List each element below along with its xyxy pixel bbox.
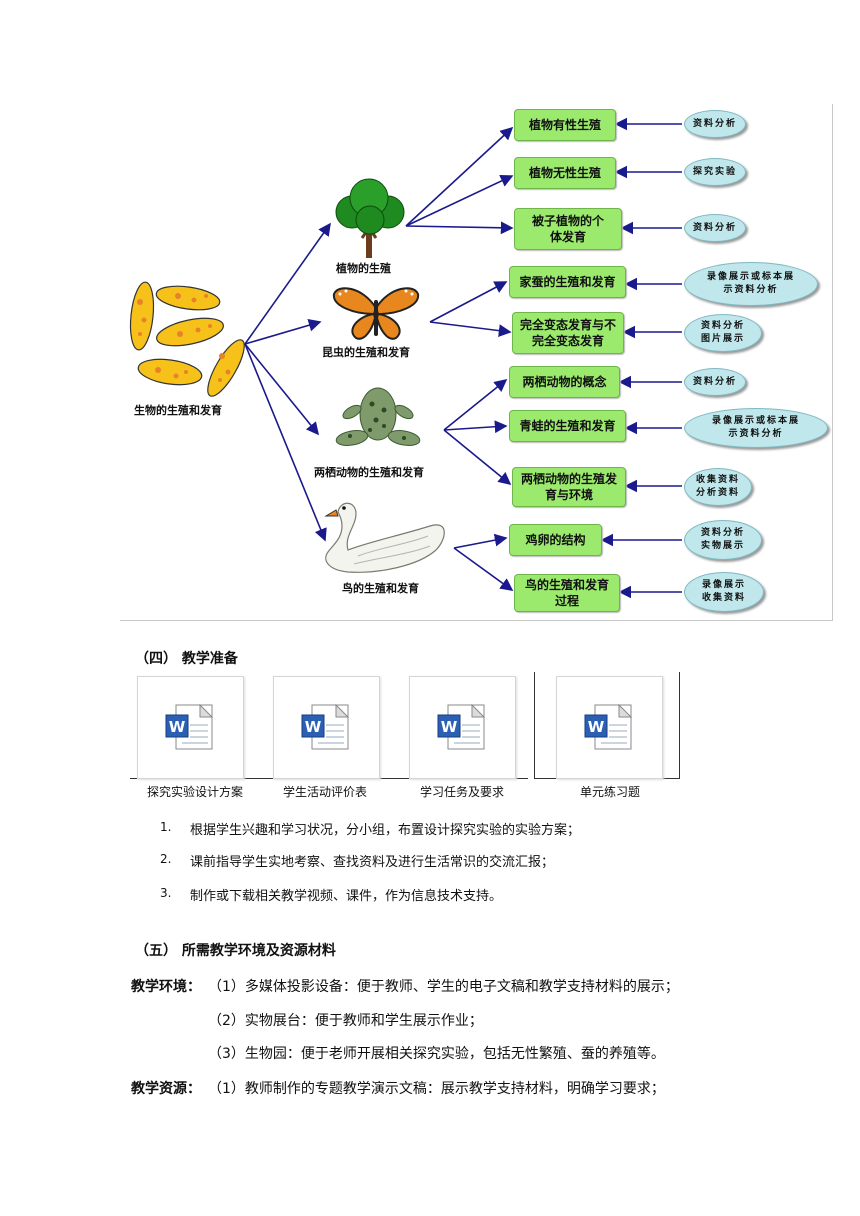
list-number: 1.	[160, 820, 172, 834]
word-document-icon: W	[584, 703, 633, 750]
method-oval: 录像展示收集资料	[684, 572, 764, 612]
section-title: （四） 教学准备	[135, 651, 238, 667]
list-number: 3.	[160, 886, 172, 900]
category-label-bird: 鸟的生殖和发育	[342, 582, 419, 595]
word-document-icon: W	[437, 703, 486, 750]
category-label-plant: 植物的生殖	[336, 262, 391, 275]
concept-map: 生物的生殖和发育 植物的生殖 昆虫的生殖和发育 两栖动物的生殖和发育 鸟的	[120, 104, 833, 621]
category-label-insect: 昆虫的生殖和发育	[322, 346, 410, 359]
environment-item: （1）多媒体投影设备：便于教师、学生的电子文稿和教学支持材料的展示；	[208, 979, 679, 995]
topic-box: 被子植物的个体发育	[514, 208, 622, 250]
file-caption[interactable]: 单元练习题	[579, 785, 640, 799]
divider	[679, 672, 680, 778]
category-label-amphibian: 两栖动物的生殖和发育	[314, 466, 424, 479]
resources-item: （1）教师制作的专题教学演示文稿：展示教学支持材料，明确学习要求；	[208, 1081, 665, 1097]
tree-icon	[335, 178, 405, 258]
topic-box: 鸡卵的结构	[509, 524, 602, 556]
svg-text:W: W	[441, 718, 458, 736]
environment-item: （2）实物展台：便于教师和学生展示作业；	[208, 1013, 483, 1029]
topic-box: 植物无性生殖	[514, 157, 616, 189]
word-document-icon: W	[301, 703, 350, 750]
resources-label: 教学资源：	[131, 1081, 201, 1097]
file-caption[interactable]: 学生活动评价表	[282, 785, 367, 799]
file-tile[interactable]: W	[409, 676, 516, 779]
method-oval: 录像展示或标本展示资料分析	[684, 262, 818, 306]
list-number: 2.	[160, 852, 172, 866]
file-caption[interactable]: 学习任务及要求	[419, 785, 504, 799]
environment-label: 教学环境：	[131, 979, 201, 995]
bacteria-icon	[129, 281, 245, 397]
topic-box: 家蚕的生殖和发育	[509, 266, 626, 298]
swan-icon	[324, 502, 445, 573]
list-item: 课前指导学生实地考察、查找资料及进行生活常识的交流汇报；	[190, 855, 555, 870]
method-oval: 资料分析实物展示	[684, 520, 762, 560]
svg-text:W: W	[305, 718, 322, 736]
svg-text:W: W	[169, 718, 186, 736]
method-oval: 资料分析	[684, 368, 746, 396]
method-oval: 资料分析	[684, 110, 746, 138]
concept-map-arrows	[244, 117, 682, 599]
word-document-icon: W	[165, 703, 214, 750]
root-label: 生物的生殖和发育	[134, 404, 222, 417]
butterfly-icon	[332, 287, 420, 340]
topic-box: 两栖动物的概念	[509, 366, 620, 398]
method-oval: 探究实验	[684, 158, 746, 186]
file-tile[interactable]: W	[273, 676, 380, 779]
topic-box: 两栖动物的生殖发育与环境	[512, 467, 626, 507]
topic-box: 青蛙的生殖和发育	[509, 410, 626, 442]
svg-text:W: W	[588, 718, 605, 736]
method-oval: 收集资料分析资料	[684, 468, 752, 506]
list-item: 制作或下载相关教学视频、课件，作为信息技术支持。	[190, 889, 503, 904]
method-oval: 录像展示或标本展示资料分析	[684, 408, 828, 448]
file-tile[interactable]: W	[556, 676, 663, 779]
list-item: 根据学生兴趣和学习状况，分小组，布置设计探究实验的实验方案；	[190, 823, 581, 838]
environment-item: （3）生物园：便于老师开展相关探究实验，包括无性繁殖、蚕的养殖等。	[208, 1046, 665, 1062]
topic-box: 完全变态发育与不完全变态发育	[512, 312, 624, 354]
topic-box: 植物有性生殖	[514, 109, 616, 141]
file-tile[interactable]: W	[137, 676, 244, 779]
frog-icon	[335, 387, 421, 446]
file-caption[interactable]: 探究实验设计方案	[146, 785, 243, 799]
divider	[534, 672, 535, 778]
topic-box: 鸟的生殖和发育过程	[514, 574, 620, 612]
method-oval: 资料分析图片展示	[684, 314, 762, 352]
method-oval: 资料分析	[684, 214, 746, 242]
section-title: （五） 所需教学环境及资源材料	[135, 943, 336, 959]
